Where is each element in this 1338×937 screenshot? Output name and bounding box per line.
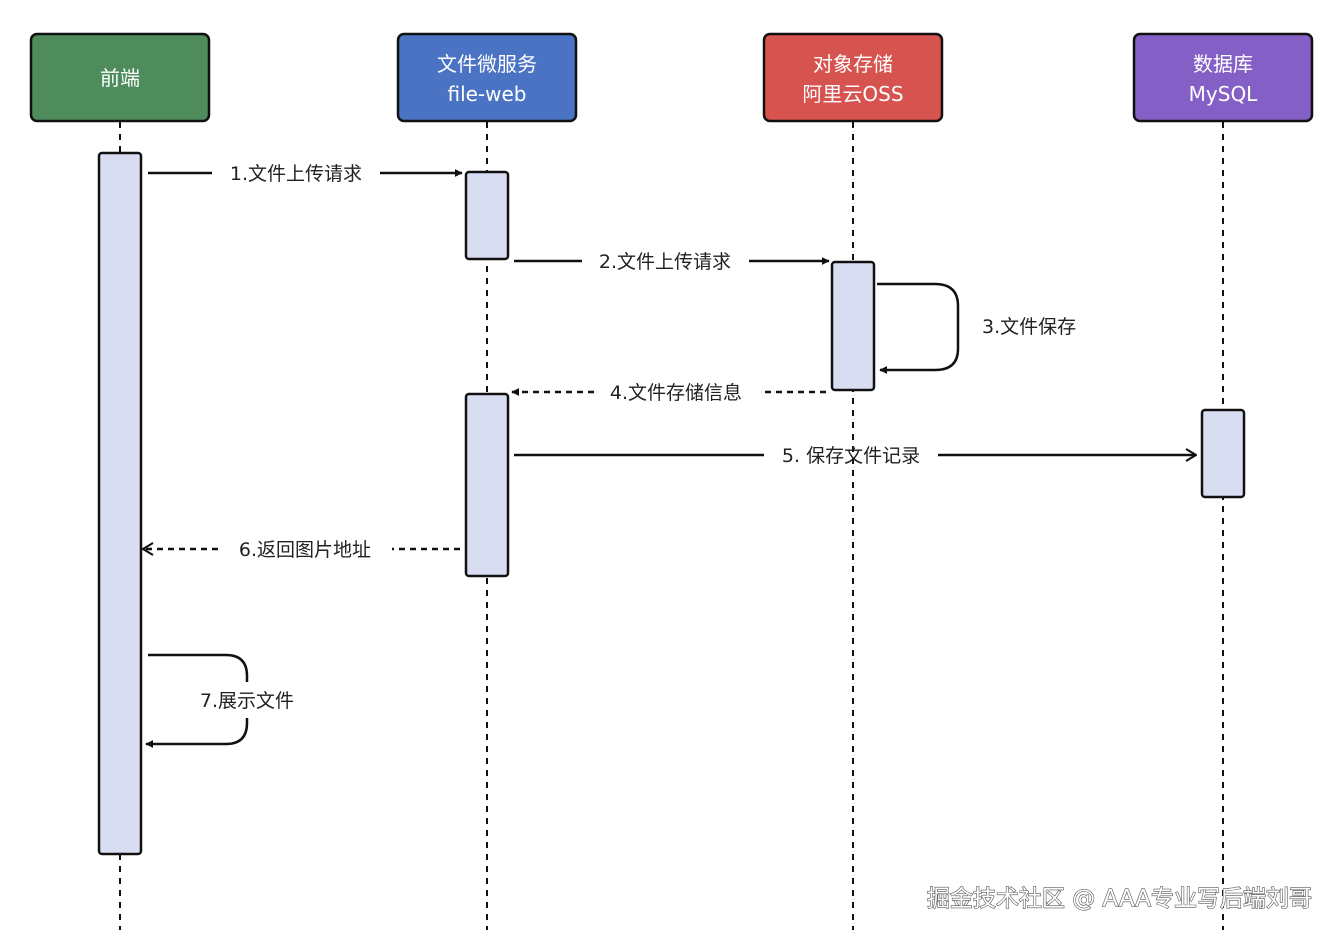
participant-frontend-box <box>29 32 211 123</box>
activation-oss <box>830 260 876 392</box>
message-3: 3.文件保存 <box>877 282 1076 374</box>
message-2-label: 2.文件上传请求 <box>599 251 731 273</box>
participant-fileweb: 文件微服务 file-web <box>396 32 578 123</box>
message-6-label: 6.返回图片地址 <box>239 539 371 561</box>
participant-fileweb-label: 文件微服务 <box>437 52 537 76</box>
participant-db-box <box>1132 32 1314 123</box>
message-1: 1.文件上传请求 <box>148 163 463 185</box>
watermark: 掘金技术社区 @ AAA专业写后端刘哥 <box>927 886 1312 912</box>
message-6: 6.返回图片地址 <box>143 539 460 561</box>
participant-db: 数据库 MySQL <box>1132 32 1314 123</box>
participant-fileweb-sublabel: file-web <box>447 82 526 106</box>
participant-fileweb-box <box>396 32 578 123</box>
message-4-label: 4.文件存储信息 <box>610 382 742 404</box>
participant-oss-sublabel: 阿里云OSS <box>802 82 903 106</box>
activation-frontend <box>97 151 143 856</box>
message-1-label: 1.文件上传请求 <box>230 163 362 185</box>
message-5-label: 5. 保存文件记录 <box>782 445 920 467</box>
activation-fileweb-1 <box>464 170 510 261</box>
message-5: 5. 保存文件记录 <box>514 445 1196 467</box>
message-7: 7.展示文件 <box>145 653 294 748</box>
message-2: 2.文件上传请求 <box>514 251 830 273</box>
participant-oss-box <box>762 32 944 123</box>
participant-frontend-label: 前端 <box>100 66 140 90</box>
message-7-label: 7.展示文件 <box>200 690 294 712</box>
activation-fileweb-2 <box>464 392 510 578</box>
message-7-loop <box>148 653 249 682</box>
participant-db-sublabel: MySQL <box>1189 82 1259 106</box>
message-7-loop-return <box>145 718 249 748</box>
message-3-loop <box>877 282 960 374</box>
participant-oss-label: 对象存储 <box>813 52 893 76</box>
activation-db <box>1200 408 1246 499</box>
participant-db-label: 数据库 <box>1193 52 1253 76</box>
message-3-label: 3.文件保存 <box>982 316 1076 338</box>
participant-frontend: 前端 <box>29 32 211 123</box>
message-4: 4.文件存储信息 <box>511 382 826 404</box>
participant-oss: 对象存储 阿里云OSS <box>762 32 944 123</box>
